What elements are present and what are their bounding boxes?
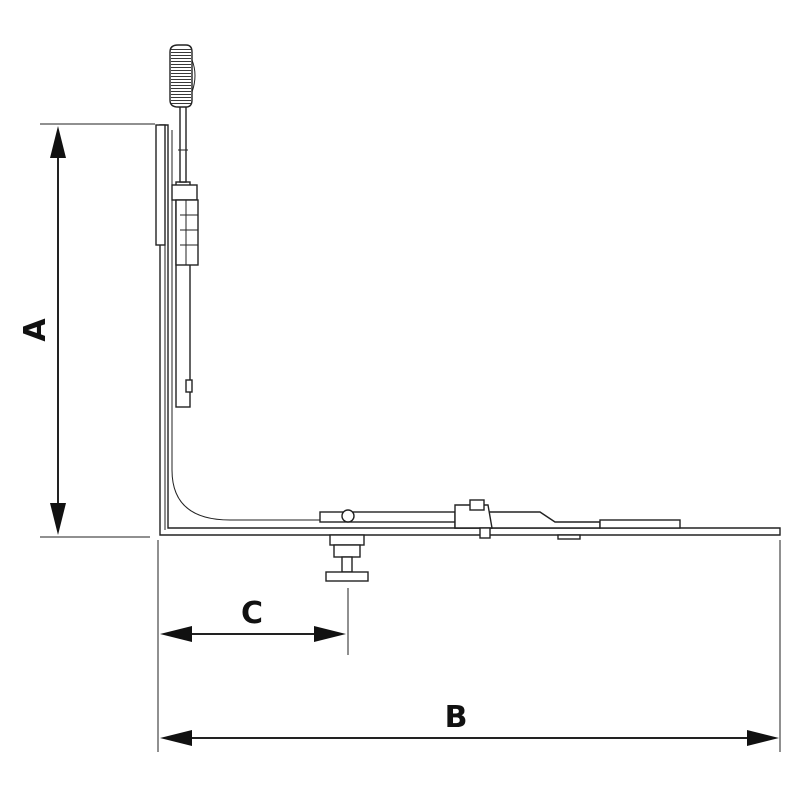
horizontal-slide-assembly [319, 499, 681, 540]
bracket-vertical-leg [155, 124, 781, 536]
dimension-a [40, 123, 155, 538]
dimension-c-label: C [241, 596, 263, 631]
dimension-b-label: B [445, 700, 468, 735]
dimension-c [160, 588, 349, 655]
dimension-b [157, 540, 781, 752]
dimension-a-label: A [18, 318, 53, 342]
adjustment-screw-icon [325, 509, 369, 582]
knurled-knob-icon [169, 44, 196, 108]
vertical-slider-assembly [171, 104, 199, 408]
